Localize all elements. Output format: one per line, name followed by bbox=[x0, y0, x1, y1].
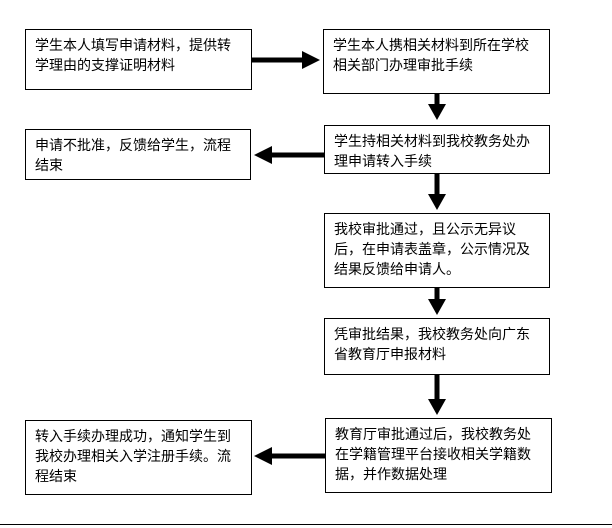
outcome-transfer-success: 转入手续办理成功，通知学生到我校办理相关入学注册手续。流程结束 bbox=[25, 420, 252, 495]
outcome-rejected: 申请不批准，反馈给学生，流程结束 bbox=[25, 129, 251, 180]
step-home-school-approval: 学生本人携相关材料到所在学校相关部门办理审批手续 bbox=[323, 29, 550, 94]
step-report-to-education-dept: 凭审批结果，我校教务处向广东省教育厅申报材料 bbox=[324, 318, 550, 375]
arrow-right bbox=[252, 51, 320, 69]
step-apply-transfer-in: 学生持相关材料到我校教务处办理申请转入手续 bbox=[324, 125, 550, 174]
step-receive-student-records: 教育厅审批通过后，我校教务处在学籍管理平台接收相关学籍数据，并作数据处理 bbox=[325, 418, 552, 493]
step-fill-application: 学生本人填写申请材料，提供转学理由的支撑证明材料 bbox=[25, 29, 252, 90]
arrow-down bbox=[428, 94, 446, 120]
step-school-approval-publicity: 我校审批通过，且公示无异议后，在申请表盖章，公示情况及结果反馈给申请人。 bbox=[324, 213, 550, 288]
bottom-divider bbox=[0, 524, 612, 525]
arrow-down bbox=[428, 375, 446, 415]
arrow-left bbox=[254, 447, 325, 465]
arrow-down bbox=[428, 288, 446, 315]
arrow-down bbox=[428, 174, 446, 210]
arrow-left bbox=[254, 146, 324, 164]
